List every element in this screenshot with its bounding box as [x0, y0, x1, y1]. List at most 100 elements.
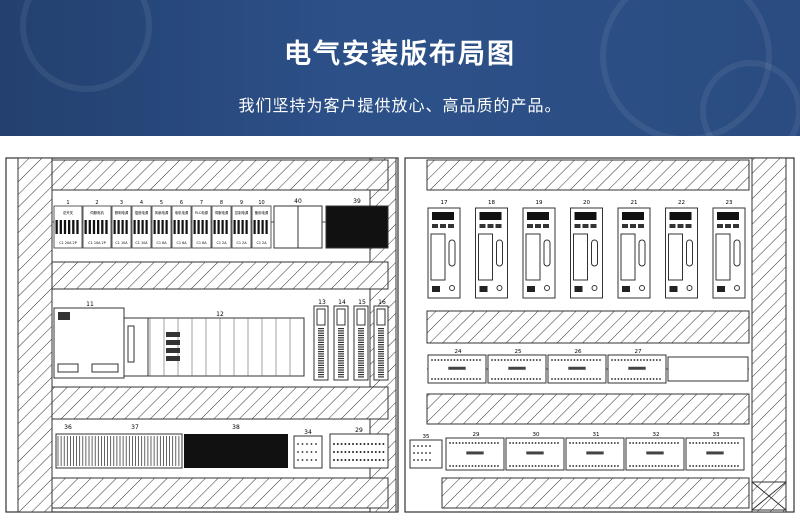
- io-dot: [588, 442, 591, 444]
- breaker-toggle: [205, 220, 208, 234]
- io-dot: [554, 359, 557, 361]
- module-label-plate: [448, 366, 466, 370]
- io-dot: [490, 442, 493, 444]
- terminal-pin: [378, 351, 384, 353]
- io-dot: [534, 442, 537, 444]
- io-dot: [623, 378, 626, 380]
- io-dot: [554, 378, 557, 380]
- plc-slots: [57, 318, 291, 376]
- drive-display: [432, 212, 454, 220]
- module-number: 31: [593, 432, 600, 438]
- component-label: 15: [358, 299, 366, 306]
- breaker-toggle: [72, 220, 75, 234]
- io-dot: [359, 443, 362, 445]
- io-dot: [471, 442, 474, 444]
- io-dot: [534, 465, 537, 467]
- io-dot: [544, 465, 547, 467]
- io-dot: [617, 465, 619, 467]
- breaker-label: 总开关: [63, 210, 74, 215]
- io-dot: [583, 378, 585, 380]
- io-dot: [497, 442, 499, 444]
- io-dot: [579, 359, 582, 361]
- io-dot: [651, 442, 654, 444]
- module-label-plate: [706, 451, 724, 455]
- io-dot: [484, 442, 487, 444]
- io-dot: [378, 459, 381, 461]
- io-dot: [371, 459, 373, 461]
- drive-terminal: [669, 286, 678, 292]
- io-dot: [503, 378, 506, 380]
- component-label: 36: [64, 424, 72, 431]
- io-module: [329, 433, 389, 469]
- breaker-toggle: [197, 220, 200, 234]
- terminal-pin: [338, 328, 344, 330]
- io-dot: [639, 359, 642, 361]
- io-dot: [336, 451, 339, 453]
- io-dot: [537, 465, 540, 467]
- io-dot: [479, 378, 481, 380]
- io-dot: [661, 465, 663, 467]
- io-dot: [453, 378, 456, 380]
- io-dot: [301, 459, 304, 461]
- io-dot: [374, 443, 377, 445]
- io-dot: [447, 359, 449, 361]
- io-dot: [550, 442, 553, 444]
- io-dot: [535, 378, 538, 380]
- io-dot: [698, 465, 701, 467]
- io-dot: [544, 442, 547, 444]
- io-dot: [529, 378, 532, 380]
- terminal-pin: [378, 355, 384, 357]
- io-dot: [491, 378, 493, 380]
- drive-ground: [496, 285, 503, 291]
- io-dot: [695, 442, 698, 444]
- io-dot: [575, 442, 578, 444]
- io-dot: [551, 359, 553, 361]
- module-number: 32: [653, 432, 660, 438]
- breaker-toggle: [185, 220, 188, 234]
- terminal-pin: [318, 332, 324, 334]
- breaker-rating: C1 2A: [256, 241, 267, 245]
- io-dot: [512, 442, 515, 444]
- io-dot: [463, 378, 465, 380]
- io-dot: [646, 378, 649, 380]
- terminal-pin: [338, 344, 344, 346]
- breaker-toggle: [257, 220, 260, 234]
- io-dot: [519, 378, 522, 380]
- breaker-toggle: [125, 220, 128, 234]
- io-dot: [638, 442, 641, 444]
- io-dot: [604, 442, 607, 444]
- io-dot: [638, 465, 641, 467]
- io-dot: [730, 465, 733, 467]
- terminal-pin: [318, 362, 324, 364]
- terminal-pin: [378, 341, 384, 343]
- component-label: 29: [355, 427, 363, 434]
- io-dot: [632, 442, 635, 444]
- drive-display: [479, 212, 502, 220]
- drive-button: [527, 224, 533, 228]
- io-dot: [664, 442, 667, 444]
- io-dot: [673, 442, 676, 444]
- io-dot: [336, 443, 339, 445]
- drive-connector: [591, 239, 598, 267]
- breaker-label: 备用电源: [255, 210, 269, 215]
- drive-display: [622, 212, 644, 220]
- io-dot: [494, 359, 497, 361]
- io-dot: [737, 442, 739, 444]
- component-label: 40: [294, 198, 302, 205]
- io-dot: [594, 465, 597, 467]
- io-dot: [461, 442, 464, 444]
- io-dot: [425, 452, 427, 454]
- io-dot: [737, 465, 739, 467]
- io-dot: [578, 465, 581, 467]
- breaker-toggle: [225, 220, 228, 234]
- drive-panel: [620, 233, 636, 281]
- breaker-number: 3: [120, 200, 123, 206]
- io-dot: [348, 459, 351, 461]
- io-dot: [620, 378, 623, 380]
- io-dot: [627, 378, 629, 380]
- io-dot: [515, 465, 518, 467]
- io-dot: [516, 378, 519, 380]
- io-dot: [711, 442, 714, 444]
- drive-button: [638, 224, 644, 228]
- terminal-pin: [318, 330, 324, 332]
